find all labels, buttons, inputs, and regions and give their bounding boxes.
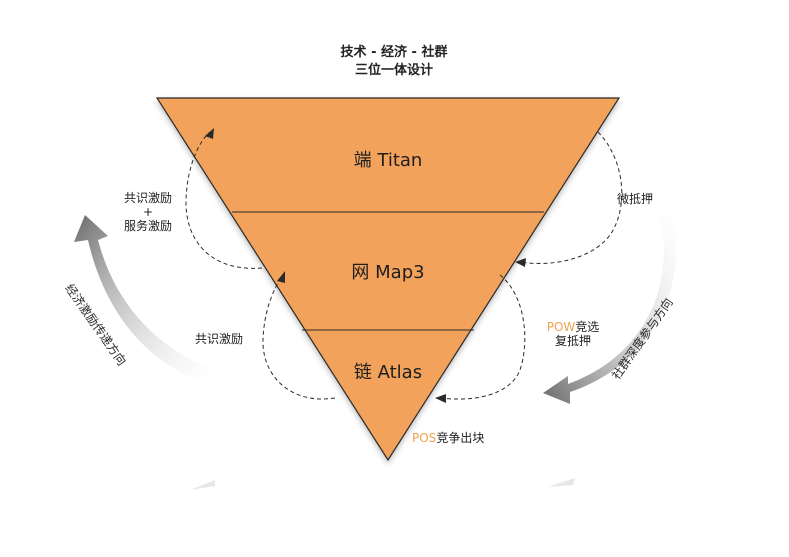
left-dashed-curve-upper-arrowhead [205,128,214,139]
layer-label-map3: 网 Map3 [351,262,425,283]
left-label-line-2: 服务激励 [123,219,172,233]
right-dashed-curve-lower [439,274,526,400]
left-label-plus: + [142,205,154,219]
layer-label-atlas: 链 Atlas [353,362,423,383]
right-dashed-curve-upper [519,131,623,264]
right-label-micro-stake: 微抵押 [617,192,654,206]
diagram-title: 技术 - 经济 - 社群 三位一体设计 [294,44,494,80]
left-label-consensus: 共识激励 [195,332,244,346]
left-dashed-curve-lower-arrowhead [277,271,285,283]
title-line-1: 技术 - 经济 - 社群 [340,45,448,60]
left-direction-arrow [74,215,210,382]
left-label-consensus-service: 共识激励 + 服务激励 [116,191,180,233]
bottom-label-pos: POS竞争出块 [412,431,484,445]
pos-accent-text: POS [412,431,437,445]
right-label-pow-line-1: POW竞选 [538,320,608,334]
title-line-2: 三位一体设计 [354,63,433,78]
funnel-triangle [155,97,621,462]
left-dashed-curve-upper [185,131,263,269]
pow-accent-text: POW [546,320,576,334]
right-label-pow-line-2: 复抵押 [554,334,591,348]
left-label-line-1: 共识激励 [123,191,172,205]
right-label-pow: POW竞选 复抵押 [538,320,608,348]
floor-reflection-left [190,480,215,490]
right-dashed-curve-upper-arrowhead [515,258,526,267]
pos-rest-text: 竞争出块 [436,431,485,445]
floor-reflection-right [548,478,575,487]
right-direction-arrow [543,212,677,404]
layer-label-titan: 端 Titan [353,150,423,171]
right-dashed-curve-lower-arrowhead [435,394,446,403]
pow-rest-text: 竞选 [575,320,600,334]
